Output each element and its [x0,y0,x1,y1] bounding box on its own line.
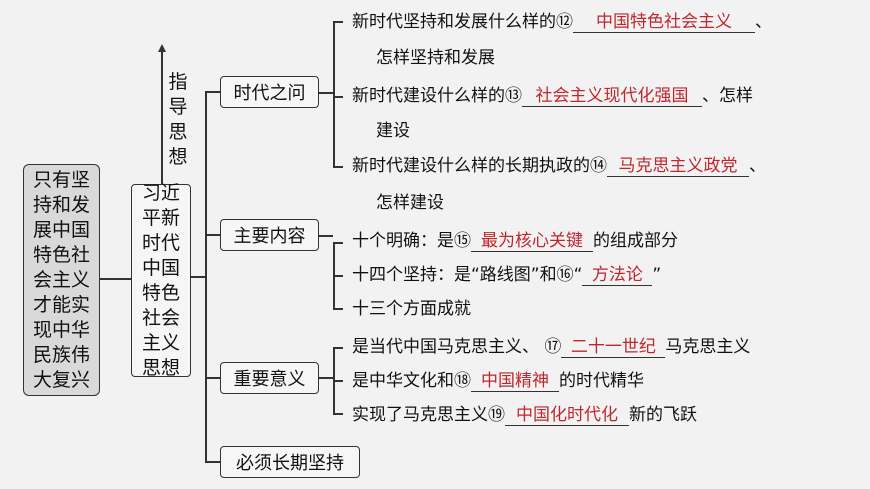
item-text: 新时代建设什么样的长期执政的⑭ [352,156,607,176]
item-text: 的组成部分 [593,231,678,251]
answer-blank: 马克思主义政党 [607,156,749,177]
connector [319,235,333,237]
answer-blank: 中国精神 [471,371,559,392]
center-node: 习近平新时代中国特色社会主义思想 [131,182,191,379]
answer-blank: 中国化时代化 [505,405,629,426]
item-text: 、 [755,12,772,32]
item-text: 十四个坚持：是“路线图”和⑯“ [352,265,583,285]
item-text: 是当代中国马克思主义、 ⑰ [352,337,562,357]
list-item-cont: 怎样建设 [376,193,444,213]
bracket [333,21,335,167]
item-text: 新时代建设什么样的⑬ [352,86,522,106]
item-text: 十三个方面成就 [352,299,471,319]
connector [205,461,220,463]
item-text: 、怎样 [702,86,753,106]
item-text: 的时代精华 [559,371,644,391]
list-item: 十三个方面成就 [352,298,471,320]
connector [205,91,220,93]
connector [333,275,343,277]
answer-blank: 方法论 [582,265,653,286]
item-text: 、 [749,156,766,176]
item-text: 马克思主义 [665,337,751,357]
list-item-cont: 建设 [376,121,410,141]
branch-content: 主要内容 [220,219,319,251]
connector [333,308,343,310]
branch-title: 重要意义 [233,369,306,390]
item-text: 是中华文化和⑱ [352,371,471,391]
branch-persist: 必须长期坚持 [220,446,360,478]
connector [333,380,343,382]
item-text: ” [652,265,662,285]
arrow-up-icon [158,44,166,52]
answer-blank: 中国特色社会主义 [573,12,755,33]
branch-significance: 重要意义 [220,362,319,394]
connector [205,234,220,236]
list-item: 十四个坚持：是“路线图”和⑯“方法论” [352,264,661,286]
spine [205,91,207,462]
item-text: 新的飞跃 [629,405,697,425]
answer-blank: 社会主义现代化强国 [522,86,702,107]
item-text: 十个明确：是⑮ [352,231,471,251]
answer-blank: 二十一世纪 [561,337,666,358]
item-text: 新时代坚持和发展什么样的⑫ [352,12,573,32]
connector [333,96,343,98]
connector [100,278,132,280]
branch-title: 时代之问 [233,83,306,104]
connector [205,377,220,379]
branch-title: 必须长期坚持 [236,453,344,474]
connector [333,21,343,23]
connector [333,242,343,244]
connector [191,276,205,278]
branch-title: 主要内容 [233,226,306,247]
connector [319,92,333,94]
branch-questions: 时代之问 [220,76,319,108]
connector [319,377,333,379]
root-node: 只有坚持和发展中国特色社会主义才能实现中华民族伟大复兴 [23,164,100,396]
connector [333,413,343,415]
item-text: 实现了马克思主义⑲ [352,405,505,425]
guide-label: 指导思想 [168,71,188,168]
root-text: 只有坚持和发展中国特色社会主义才能实现中华民族伟大复兴 [32,168,90,391]
connector [333,347,343,349]
center-text: 习近平新时代中国特色社会主义思想 [141,181,180,379]
arrow-line [161,50,163,184]
answer-blank: 最为核心关键 [471,231,593,252]
list-item-cont: 怎样坚持和发展 [376,48,495,68]
connector [333,166,343,168]
